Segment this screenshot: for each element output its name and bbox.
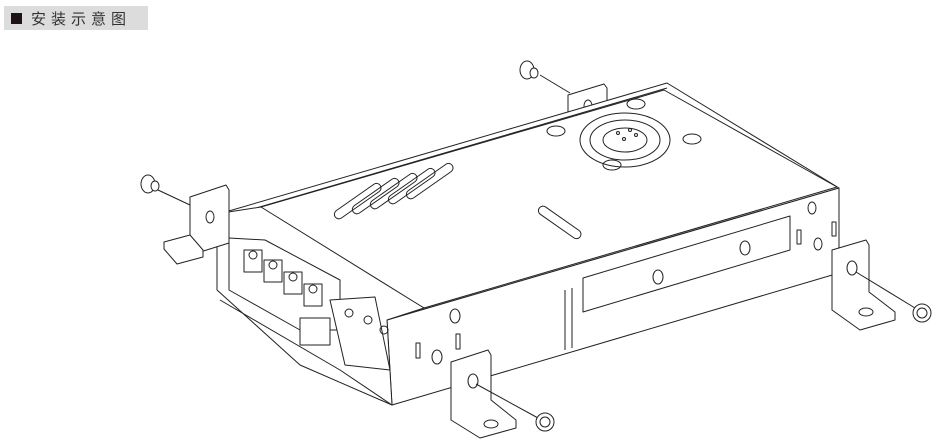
square-bullet-icon — [11, 12, 22, 24]
bracket-left — [163, 184, 230, 265]
bracket-front — [450, 349, 517, 439]
terminal-block — [216, 206, 425, 406]
screw-icons — [140, 60, 932, 432]
bracket-right — [831, 239, 896, 331]
fan-grille-icon — [546, 98, 702, 171]
section-header: 安装示意图 — [4, 6, 148, 30]
section-title: 安装示意图 — [31, 9, 132, 28]
vent-slots — [333, 162, 582, 240]
